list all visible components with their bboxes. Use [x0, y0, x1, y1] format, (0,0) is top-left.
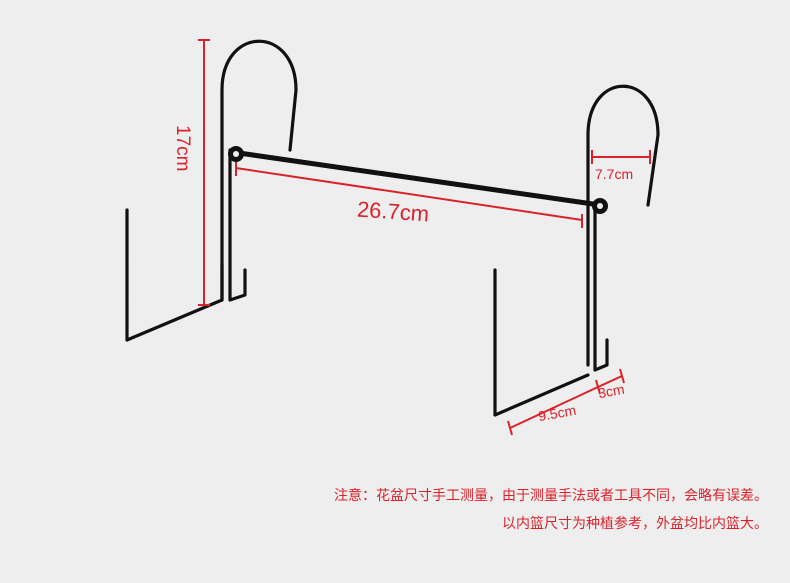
hook-width-dimension-label: 7.7cm: [595, 166, 634, 182]
measurement-note: 注意：花盆尺寸手工测量，由于测量手法或者工具不同，会略有误差。: [334, 488, 768, 504]
crossbar: [229, 149, 603, 208]
right-bracket-base: [493, 268, 590, 417]
length-dimension-label: 26.7cm: [356, 196, 430, 227]
left-bracket-inner: [228, 148, 247, 302]
left-bracket-hook: [220, 39, 298, 302]
left-bracket-base: [125, 208, 224, 342]
bolt-left: [228, 146, 244, 162]
planting-reference-note: 以内篮尺寸为种植参考，外盆均比内篮大。: [502, 516, 768, 532]
bolt-right: [592, 198, 608, 214]
dim-line-hook: [591, 150, 651, 164]
dim-line-height: [198, 39, 210, 306]
dim-line-lip: [597, 368, 625, 388]
dim-line-length: [235, 162, 583, 228]
right-bracket-hook: [586, 84, 660, 367]
right-bracket-inner: [593, 208, 609, 372]
height-dimension-label: 17cm: [172, 125, 193, 172]
